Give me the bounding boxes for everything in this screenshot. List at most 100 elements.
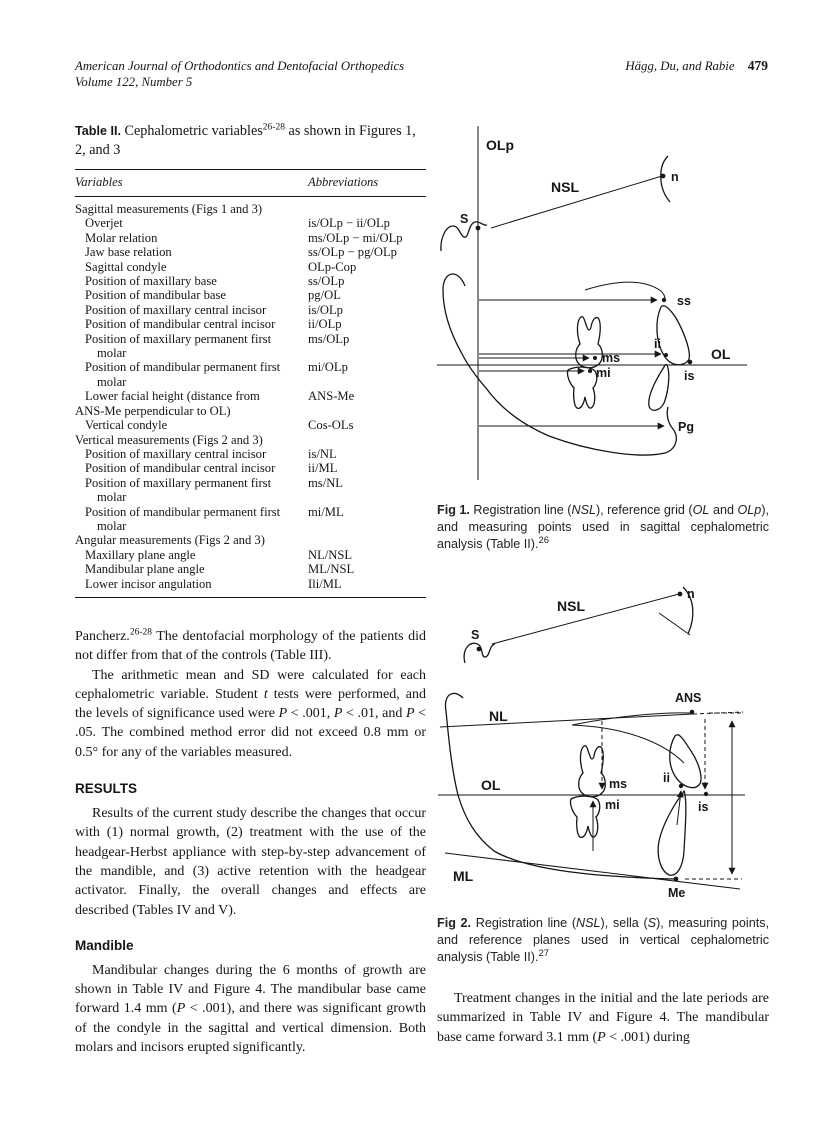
table-variable-text: Sagittal condyle bbox=[85, 259, 167, 274]
header-volume: Volume 122, Number 5 bbox=[75, 75, 193, 89]
fig2-label-ml: ML bbox=[453, 868, 474, 884]
fig2-point-ii bbox=[678, 783, 684, 789]
table-variable-text: Vertical measurements (Figs 2 and 3) bbox=[75, 432, 263, 447]
header-authors: Hägg, Du, and Rabie bbox=[625, 59, 735, 73]
left-column: Table II. Cephalometric variables26-28 a… bbox=[75, 122, 426, 1057]
table-cell-abbreviation: ms/OLp bbox=[308, 331, 350, 346]
table-cell-abbreviation: pg/OL bbox=[308, 288, 341, 303]
table-cell-abbreviation: Cos-OLs bbox=[308, 418, 354, 433]
table-row: Position of maxillary central incisor is… bbox=[75, 447, 426, 461]
table-cell-variable: Position of maxillary permanent first mo… bbox=[75, 476, 426, 505]
table-header-rule bbox=[75, 196, 426, 197]
header-right: Hägg, Du, and Rabie 479 bbox=[625, 58, 768, 74]
table-variable-text: Sagittal measurements (Figs 1 and 3) bbox=[75, 202, 263, 216]
paragraph-mandible: Mandibular changes during the 6 months o… bbox=[75, 962, 426, 1056]
fig2-point-ans bbox=[689, 709, 695, 715]
table-variable-text: Position of mandibular permanent first bbox=[85, 504, 281, 519]
fig2-ml-line bbox=[444, 852, 741, 890]
table-cell-variable: Position of maxillary central incisor bbox=[75, 303, 426, 317]
table-row: Position of mandibular permanent first m… bbox=[75, 505, 426, 534]
fig2-label-nsl: NSL bbox=[557, 598, 585, 614]
table-cell-variable: Angular measurements (Figs 2 and 3) bbox=[75, 533, 426, 547]
fig1-label-olp: OLp bbox=[486, 137, 514, 153]
fig2-label-n: n bbox=[687, 587, 695, 601]
fig1-label-mi: mi bbox=[596, 366, 611, 380]
fig2-label-is: is bbox=[698, 800, 708, 814]
fig1-nsl-line bbox=[490, 175, 663, 229]
fig2-label-me: Me bbox=[668, 886, 685, 900]
fig2-upper-molar bbox=[578, 745, 606, 798]
table-row: Position of mandibular central incisor i… bbox=[75, 317, 426, 331]
table-row: Molar relation ms/OLp − mi/OLp bbox=[75, 231, 426, 245]
fig2-label-mi: mi bbox=[605, 798, 620, 812]
table-variable-text: Position of mandibular base bbox=[85, 288, 226, 303]
table-cell-variable: Mandibular plane angle bbox=[75, 562, 426, 576]
table-column-header-variables: Variables bbox=[75, 175, 123, 189]
paragraph-treatment-changes: Treatment changes in the initial and the… bbox=[437, 991, 769, 1045]
mandible-heading: Mandible bbox=[75, 937, 134, 953]
fig2-lower-molar bbox=[569, 795, 601, 838]
table-cell-abbreviation: ii/ML bbox=[308, 461, 338, 476]
fig1-point-ii bbox=[664, 353, 668, 357]
fig1-label-ii: ii bbox=[654, 337, 661, 351]
fig2-nose-line bbox=[658, 612, 691, 636]
fig2-label-nl: NL bbox=[489, 708, 508, 724]
fig1-label-ss: ss bbox=[677, 294, 691, 308]
table-bottom-rule bbox=[75, 596, 426, 598]
fig1-maxilla-outline bbox=[584, 281, 666, 300]
paragraph-pancherz: Pancherz.26-28 The dentofacial morpholog… bbox=[75, 627, 426, 664]
table-cell-abbreviation: mi/ML bbox=[308, 504, 344, 519]
table-cell-abbreviation: mi/OLp bbox=[308, 360, 348, 375]
fig1-point-is bbox=[687, 359, 693, 365]
table-row: Lower incisor angulation Ili/ML bbox=[75, 577, 426, 591]
table-row: Position of maxillary permanent first mo… bbox=[75, 332, 426, 361]
table-cell-variable: Position of mandibular base bbox=[75, 288, 426, 302]
fig2-label-ol: OL bbox=[481, 777, 501, 793]
fig1-label-pg: Pg bbox=[678, 420, 694, 434]
fig2-diagram: NSL n S NL ANS ms mi bbox=[438, 586, 745, 900]
header-left: American Journal of Orthodontics and Den… bbox=[75, 58, 404, 90]
table-cell-abbreviation: OLp-Cop bbox=[308, 259, 357, 274]
table-cell-variable: Position of mandibular permanent first m… bbox=[75, 505, 426, 534]
fig1-label-is: is bbox=[684, 369, 694, 383]
table-cell-variable: Molar relation bbox=[75, 231, 426, 245]
table-row: Angular measurements (Figs 2 and 3) bbox=[75, 533, 426, 547]
table-variable-text: Overjet bbox=[85, 216, 123, 231]
fig1-caption: Fig 1. Registration line (NSL), referenc… bbox=[437, 503, 770, 551]
fig2-ii-arrow bbox=[676, 790, 684, 826]
fig1-label-ol: OL bbox=[711, 346, 731, 362]
fig1-nasion-outline bbox=[660, 155, 671, 203]
fig2-point-n bbox=[677, 591, 683, 597]
table-variable-text: Position of mandibular central incisor bbox=[85, 461, 276, 476]
table-row: Position of maxillary central incisor is… bbox=[75, 303, 426, 317]
table-row: Mandibular plane angle ML/NSL bbox=[75, 562, 426, 576]
table-variable-text-line2: ANS-Me perpendicular to OL) bbox=[75, 403, 231, 418]
table-cell-abbreviation: Ili/ML bbox=[308, 576, 342, 591]
fig2-label-ms: ms bbox=[609, 777, 627, 791]
table-cell-abbreviation: is/NL bbox=[308, 446, 337, 461]
header-journal-title: American Journal of Orthodontics and Den… bbox=[75, 59, 405, 73]
table-variable-text-line2: molar bbox=[97, 518, 127, 533]
fig1-label-n: n bbox=[671, 170, 679, 184]
table-cell-variable: Vertical measurements (Figs 2 and 3) bbox=[75, 433, 426, 447]
fig2-palate-upper-outline bbox=[571, 712, 691, 726]
table-variable-text: Maxillary plane angle bbox=[85, 547, 196, 562]
table-cell-variable: Lower incisor angulation bbox=[75, 577, 426, 591]
table-row: Position of mandibular central incisor i… bbox=[75, 461, 426, 475]
table-row: Maxillary plane angle NL/NSL bbox=[75, 548, 426, 562]
table-variable-text-line2: molar bbox=[97, 374, 127, 389]
table-row: Sagittal condyle OLp-Cop bbox=[75, 260, 426, 274]
fig2-label-ii: ii bbox=[663, 771, 670, 785]
table-row: Position of mandibular base pg/OL bbox=[75, 288, 426, 302]
table-header-row: Variables Abbreviations bbox=[75, 170, 426, 196]
fig2-nose-outline bbox=[682, 586, 694, 635]
fig1-point-ss bbox=[661, 297, 667, 303]
fig2-sella-outline bbox=[463, 642, 496, 664]
table-variable-text: Position of maxillary permanent first bbox=[85, 475, 272, 490]
table-variable-text-line2: molar bbox=[97, 346, 127, 361]
table-row: Position of maxillary permanent first mo… bbox=[75, 476, 426, 505]
table-variable-text: Angular measurements (Figs 2 and 3) bbox=[75, 533, 265, 548]
table-variable-text: Vertical condyle bbox=[85, 418, 168, 433]
fig2-upper-incisor bbox=[669, 734, 702, 789]
